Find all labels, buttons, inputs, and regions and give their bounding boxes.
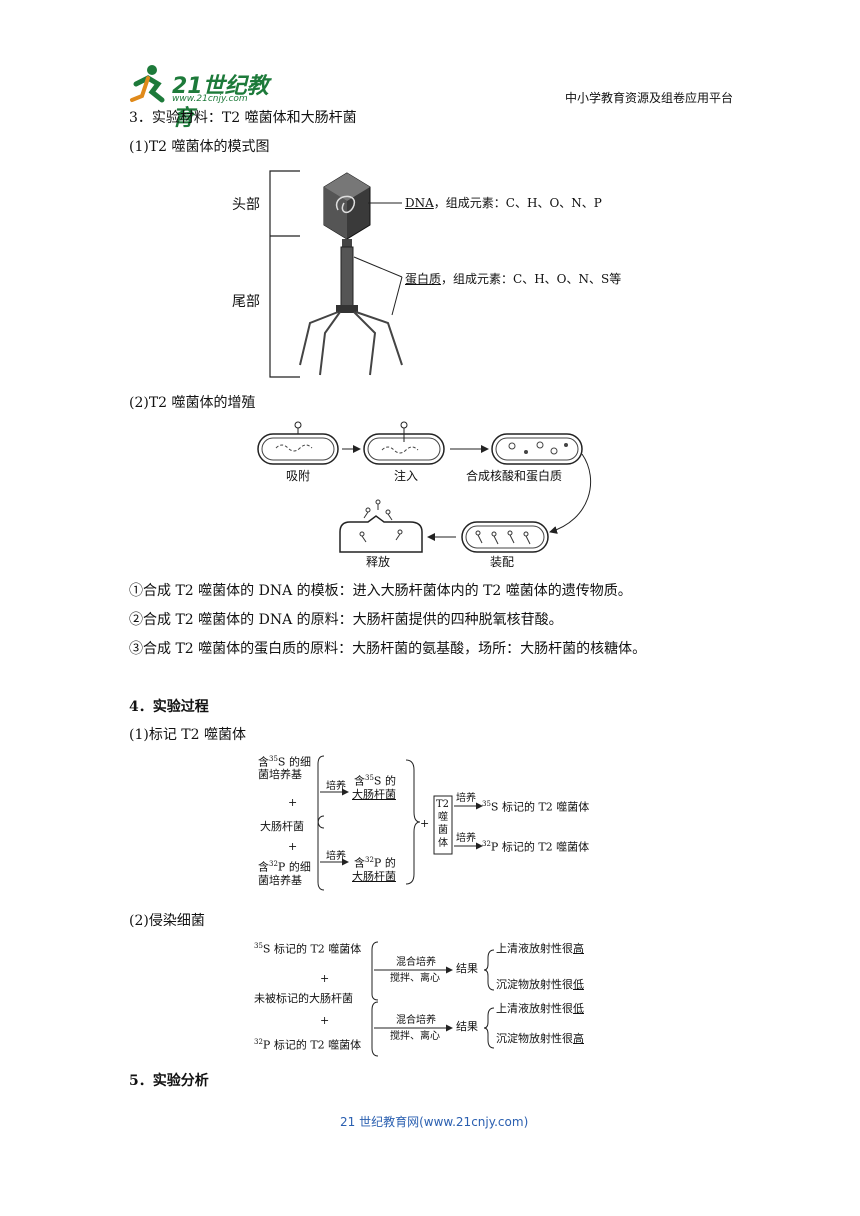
infection-figure: 35S 标记的 T2 噬菌体 + 未被标记的大肠杆菌 + 32P 标记的 T2 … xyxy=(250,936,610,1061)
section5-title: 5．实验分析 xyxy=(129,1073,209,1089)
stir-centrifuge-2: 搅拌、离心 xyxy=(390,1031,440,1042)
labeling-figure: 含35S 的细 菌培养基 + 大肠杆菌 + 含32P 的细 菌培养基 培养 培养… xyxy=(250,750,610,895)
stir-centrifuge-1: 搅拌、离心 xyxy=(390,973,440,984)
result2-supernatant: 上清液放射性很低 xyxy=(496,1002,584,1015)
s35-ecoli-label-2: 大肠杆菌 xyxy=(352,788,396,801)
plus-3: + xyxy=(420,817,430,830)
plus-1: + xyxy=(288,796,298,809)
s35-ecoli-label: 含35S 的 xyxy=(354,774,396,788)
reproduction-diagram xyxy=(257,421,591,553)
header-logo: 21世纪教育 www.21cnjy.com xyxy=(128,62,278,131)
section3-title: 3．实验材料：T2 噬菌体和大肠杆菌 xyxy=(129,110,357,126)
note-1: ①合成 T2 噬菌体的 DNA 的模板：进入大肠杆菌体内的 T2 噬菌体的遗传物… xyxy=(129,583,632,599)
culture-label-2: 培养 xyxy=(326,851,346,862)
p32-ecoli-label: 含32P 的 xyxy=(354,856,396,870)
result-label-2: 结果 xyxy=(456,1020,478,1033)
step-adsorption: 吸附 xyxy=(286,469,311,483)
logo-text: 21世纪教育 xyxy=(172,74,269,131)
mix-culture-2: 混合培养 xyxy=(396,1015,436,1026)
note-2: ②合成 T2 噬菌体的 DNA 的原料：大肠杆菌提供的四种脱氧核苷酸。 xyxy=(129,612,563,628)
infection-diagram xyxy=(371,941,495,1057)
unlabeled-ecoli-label: 未被标记的大肠杆菌 xyxy=(254,992,353,1005)
t2-box-3: 菌 xyxy=(438,825,448,836)
footer-link[interactable]: 21 世纪教育网(www.21cnjy.com) xyxy=(340,1115,529,1129)
section4-sub1: (1)标记 T2 噬菌体 xyxy=(129,727,246,743)
header-platform-name: 中小学教育资源及组卷应用平台 xyxy=(565,91,734,105)
result1-supernatant: 上清液放射性很高 xyxy=(496,942,584,955)
t2-box-4: 体 xyxy=(438,838,448,849)
phage-reproduction-figure: 吸附 注入 合成核酸和蛋白质 装配 释放 xyxy=(250,420,600,570)
section3-sub1: (1)T2 噬菌体的模式图 xyxy=(129,139,270,155)
plus-2: + xyxy=(288,840,298,853)
s35-phage-label: 35S 标记的 T2 噬菌体 xyxy=(254,942,362,956)
section4-title: 4．实验过程 xyxy=(129,699,209,715)
head-label: 头部 xyxy=(232,197,260,213)
mix-culture-1: 混合培养 xyxy=(396,957,436,968)
result2-precipitate: 沉淀物放射性很高 xyxy=(496,1032,584,1045)
t2-box-2: 噬 xyxy=(438,812,448,823)
step-release: 释放 xyxy=(366,555,391,569)
p32-labeled-phage: 32P 标记的 T2 噬菌体 xyxy=(482,840,590,854)
step-injection: 注入 xyxy=(394,469,419,483)
culture-label-1: 培养 xyxy=(326,781,346,792)
protein-label: 蛋白质，组成元素：C、H、O、N、S等 xyxy=(405,272,622,286)
plus-4: + xyxy=(320,972,330,985)
p32-ecoli-label-2: 大肠杆菌 xyxy=(352,870,396,883)
result1-precipitate: 沉淀物放射性很低 xyxy=(496,978,584,991)
s35-medium-label: 含35S 的细 xyxy=(258,755,311,769)
phage-diagram xyxy=(269,170,403,378)
step-synthesis: 合成核酸和蛋白质 xyxy=(466,469,563,483)
tail-label: 尾部 xyxy=(232,294,260,310)
note-3: ③合成 T2 噬菌体的蛋白质的原料：大肠杆菌的氨基酸，场所：大肠杆菌的核糖体。 xyxy=(129,641,647,657)
plus-5: + xyxy=(320,1014,330,1027)
labeling-diagram xyxy=(317,755,483,891)
p32-medium-label-2: 菌培养基 xyxy=(258,874,302,887)
dna-label: DNA，组成元素：C、H、O、N、P xyxy=(405,196,602,210)
phage-model-figure: 头部 尾部 DNA，组成元素：C、H、O、N、P 蛋白质，组成元素：C、H、O、… xyxy=(230,165,650,385)
step-assembly: 装配 xyxy=(490,555,515,569)
runner-logo-icon xyxy=(130,65,165,103)
result-label-1: 结果 xyxy=(456,962,478,975)
culture-label-4: 培养 xyxy=(456,833,476,844)
p32-medium-label: 含32P 的细 xyxy=(258,860,311,874)
s35-medium-label-2: 菌培养基 xyxy=(258,768,302,781)
s35-labeled-phage: 35S 标记的 T2 噬菌体 xyxy=(482,800,590,814)
p32-phage-label: 32P 标记的 T2 噬菌体 xyxy=(254,1038,362,1052)
culture-label-3: 培养 xyxy=(456,793,476,804)
section3-sub2: (2)T2 噬菌体的增殖 xyxy=(129,395,256,411)
logo-url: www.21cnjy.com xyxy=(172,94,248,104)
section4-sub2: (2)侵染细菌 xyxy=(129,913,205,929)
ecoli-label: 大肠杆菌 xyxy=(260,820,304,833)
t2-box-1: T2 xyxy=(436,799,450,810)
